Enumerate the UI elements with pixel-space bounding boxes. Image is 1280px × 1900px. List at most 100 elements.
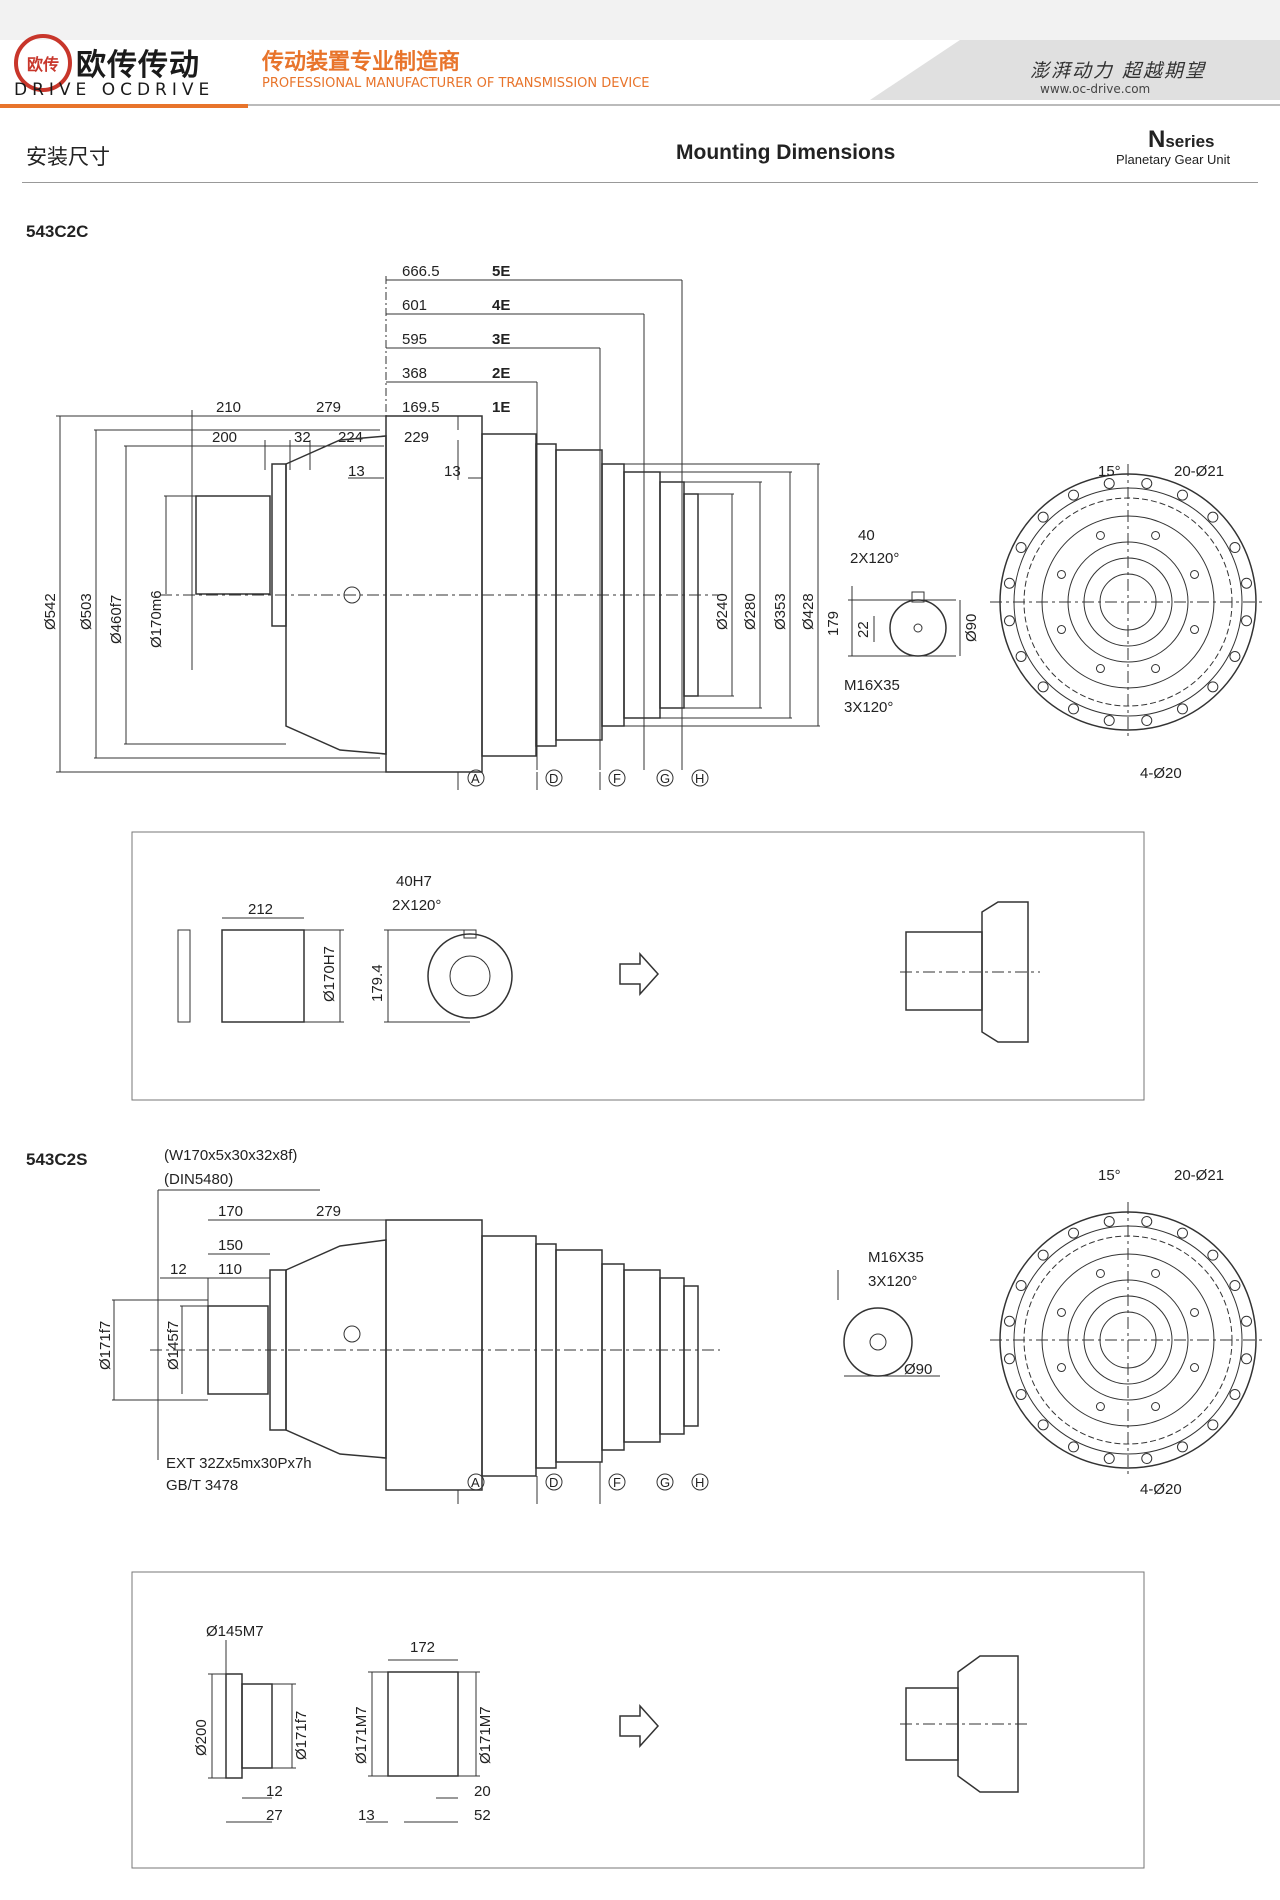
flange-face-labels: 15° 20-Ø21 4-Ø20 — [1098, 463, 1224, 782]
key-40h7: 40H7 — [396, 873, 432, 890]
bolt-hole — [1003, 1353, 1015, 1365]
bolt-hole — [1229, 1280, 1241, 1292]
key-40: 40 — [858, 527, 875, 544]
dia-353: Ø353 — [772, 593, 789, 630]
dia-460f7: Ø460f7 — [108, 595, 125, 644]
len-2e-value: 368 — [402, 365, 427, 382]
bolt-hole — [1103, 1453, 1115, 1465]
bolt-hole — [1176, 703, 1188, 715]
inner-bolt-hole — [1151, 1268, 1161, 1278]
dia-503: Ø503 — [78, 593, 95, 630]
dim-13b: 13 — [444, 463, 461, 480]
diameter-labels: Ø542 Ø503 Ø460f7 Ø170m6 Ø240 Ø280 Ø353 Ø… — [42, 590, 817, 648]
dia2-145f7: Ø145f7 — [165, 1321, 182, 1370]
dim-210: 210 — [216, 399, 241, 416]
series-title: Nseries — [1148, 126, 1215, 154]
flange-face-view-2 — [990, 1202, 1266, 1478]
bolt-hole — [1229, 650, 1241, 662]
key-2x120: 2X120° — [850, 550, 899, 567]
option2-adapter-view — [208, 1640, 296, 1823]
option2-assembly-view — [900, 1655, 1030, 1793]
shaft-end-labels-2: M16X35 3X120° Ø90 — [868, 1249, 932, 1378]
inner-bolt-hole — [1190, 1363, 1200, 1373]
inner-bolt-hole — [1151, 530, 1161, 540]
bolt-hole — [1241, 615, 1253, 627]
dia-542: Ø542 — [42, 593, 59, 630]
height-179-4: 179.4 — [369, 964, 386, 1002]
header-background — [0, 0, 1280, 108]
option-labels: 212 Ø170H7 40H7 2X120° 179.4 — [248, 873, 441, 1002]
arrow-right-icon-2 — [619, 1704, 660, 1748]
option2-labels: Ø145M7 Ø200 Ø171f7 12 27 172 Ø171M7 Ø171… — [193, 1623, 494, 1824]
dia-170h7: Ø170H7 — [321, 946, 338, 1002]
flange-labels: A D F G H — [471, 771, 704, 786]
shaft-end-view — [848, 586, 961, 657]
flange2-h: H — [695, 1475, 704, 1490]
bolt-hole — [1141, 1453, 1153, 1465]
series-subtitle: Planetary Gear Unit — [1116, 152, 1231, 167]
bolt-hole — [1176, 489, 1188, 501]
dia-171m7-b: Ø171M7 — [477, 1706, 494, 1764]
brand-logo: 欧传 — [14, 34, 72, 92]
len-2e-code: 2E — [492, 365, 510, 382]
dim2-150: 150 — [218, 1237, 243, 1254]
dia-90: Ø90 — [963, 614, 980, 642]
length-labels: 666.5 5E 601 4E 595 3E 368 2E 169.5 1E 2… — [212, 263, 510, 480]
flange-markers-2 — [457, 1462, 709, 1504]
series-letter: N — [1148, 126, 1166, 153]
dim2-170: 170 — [218, 1203, 243, 1220]
holes-4-20: 4-Ø20 — [1140, 765, 1182, 782]
brand-name-en: DRIVE OCDRIVE — [14, 80, 215, 100]
inner-bolt-hole — [1190, 569, 1200, 579]
holes-20-21: 20-Ø21 — [1174, 463, 1224, 480]
gear-unit-side-view — [160, 415, 720, 773]
dim-32: 32 — [294, 429, 311, 446]
bolt-hole — [1068, 489, 1080, 501]
len-3e-value: 595 — [402, 331, 427, 348]
page-header: 欧传 欧传传动 DRIVE OCDRIVE 传动装置专业制造商 PROFESSI… — [0, 0, 1280, 110]
dim-224: 224 — [338, 429, 363, 446]
arrow-right-icon — [619, 952, 660, 996]
m2-3x120: 3X120° — [868, 1273, 917, 1290]
bolt-hole — [1176, 1227, 1188, 1239]
dia-280: Ø280 — [742, 593, 759, 630]
dia2-90: Ø90 — [904, 1361, 932, 1378]
bolt-hole — [1229, 542, 1241, 554]
bolt-hole — [1037, 1419, 1049, 1431]
flange-a: A — [471, 771, 480, 786]
dia-428: Ø428 — [800, 593, 817, 630]
bolt-hole — [1015, 1388, 1027, 1400]
series-word: series — [1165, 132, 1215, 151]
inner-bolt-hole — [1151, 1402, 1161, 1412]
bolt-hole — [1037, 681, 1049, 693]
shaft-end-view-2 — [837, 1270, 940, 1377]
dia-200: Ø200 — [193, 1719, 210, 1756]
opt2-20: 20 — [474, 1783, 491, 1800]
bolt-hole — [1003, 1315, 1015, 1327]
dim-13a: 13 — [348, 463, 365, 480]
inner-bolt-hole — [1056, 569, 1066, 579]
dia2-171f7: Ø171f7 — [97, 1321, 114, 1370]
bolt-hole — [1015, 1280, 1027, 1292]
section-title-cn: 安装尺寸 — [26, 145, 110, 169]
inner-bolt-hole — [1151, 664, 1161, 674]
gb-standard: GB/T 3478 — [166, 1477, 238, 1494]
len-3e-code: 3E — [492, 331, 510, 348]
option-ring-side — [177, 917, 344, 1023]
m16x35: M16X35 — [844, 677, 900, 694]
gear-unit-side-view-2 — [150, 1219, 720, 1491]
len-4e-value: 601 — [402, 297, 427, 314]
bolt-hole — [1207, 511, 1219, 523]
bolt-hole — [1015, 650, 1027, 662]
model-title-543c2c: 543C2C — [26, 222, 89, 241]
logo-mark: 欧传 — [26, 57, 59, 74]
bolt-hole — [1229, 1388, 1241, 1400]
bolt-hole — [1141, 715, 1153, 727]
height-179: 179 — [825, 611, 842, 636]
brand-name-cn: 欧传传动 — [76, 48, 200, 83]
website-url: www.oc-drive.com — [1040, 82, 1151, 96]
angle-15: 15° — [1098, 463, 1121, 480]
bolt-hole — [1037, 1249, 1049, 1261]
bolt-hole — [1068, 703, 1080, 715]
bolt-hole — [1207, 1419, 1219, 1431]
